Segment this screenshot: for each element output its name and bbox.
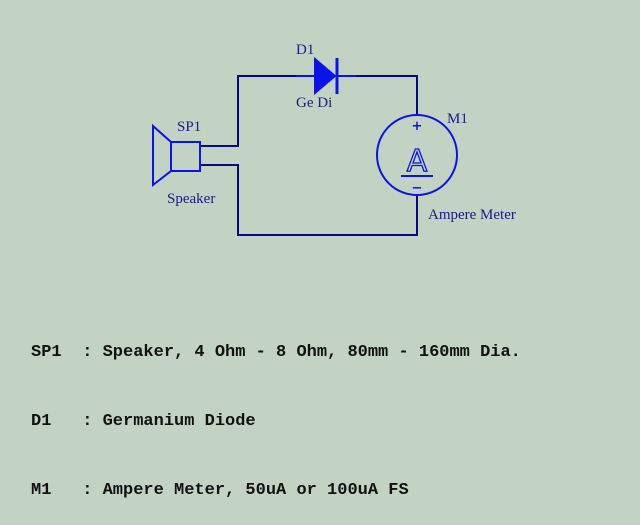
- parts-legend: SP1 : Speaker, 4 Ohm - 8 Ohm, 80mm - 160…: [31, 295, 521, 525]
- legend-sep: :: [82, 412, 93, 431]
- diode-anode-triangle: [314, 56, 337, 96]
- legend-row: SP1 : Speaker, 4 Ohm - 8 Ohm, 80mm - 160…: [31, 341, 521, 364]
- diode-symbol[interactable]: [296, 56, 356, 96]
- speaker-ref: SP1: [177, 119, 201, 135]
- legend-ref: SP1: [31, 343, 62, 362]
- ammeter-minus-sign: −: [412, 181, 423, 196]
- legend-desc: Ampere Meter, 50uA or 100uA FS: [102, 481, 409, 500]
- speaker-symbol[interactable]: [152, 123, 201, 188]
- legend-ref: D1: [31, 412, 52, 431]
- meter-value: Ampere Meter: [428, 207, 516, 223]
- schematic: SP1 Speaker D1 Ge Di A + − M1 Ampere Met…: [152, 42, 516, 236]
- legend-row: D1 : Germanium Diode: [31, 410, 521, 433]
- speaker-cone: [152, 123, 172, 188]
- wire-speaker-to-diode: [200, 75, 312, 147]
- legend-desc: Speaker, 4 Ohm - 8 Ohm, 80mm - 160mm Dia…: [102, 343, 521, 362]
- wires: [200, 75, 418, 236]
- legend-row: M1 : Ampere Meter, 50uA or 100uA FS: [31, 479, 521, 502]
- ammeter-symbol-letter: A: [407, 144, 428, 179]
- speaker-value: Speaker: [167, 191, 215, 207]
- ammeter-circle: [376, 114, 458, 196]
- legend-sep: :: [82, 481, 93, 500]
- meter-ref: M1: [447, 111, 468, 127]
- speaker-magnet: [170, 141, 201, 172]
- wire-diode-to-meter: [338, 75, 418, 115]
- legend-desc: Germanium Diode: [102, 412, 256, 431]
- legend-ref: M1: [31, 481, 52, 500]
- legend-sep: :: [82, 343, 93, 362]
- diode-value: Ge Di: [296, 95, 332, 111]
- diode-ref: D1: [296, 42, 314, 58]
- ammeter-plus-sign: +: [412, 119, 423, 134]
- wire-meter-to-speaker: [200, 164, 418, 236]
- ammeter-symbol[interactable]: A + −: [376, 114, 458, 196]
